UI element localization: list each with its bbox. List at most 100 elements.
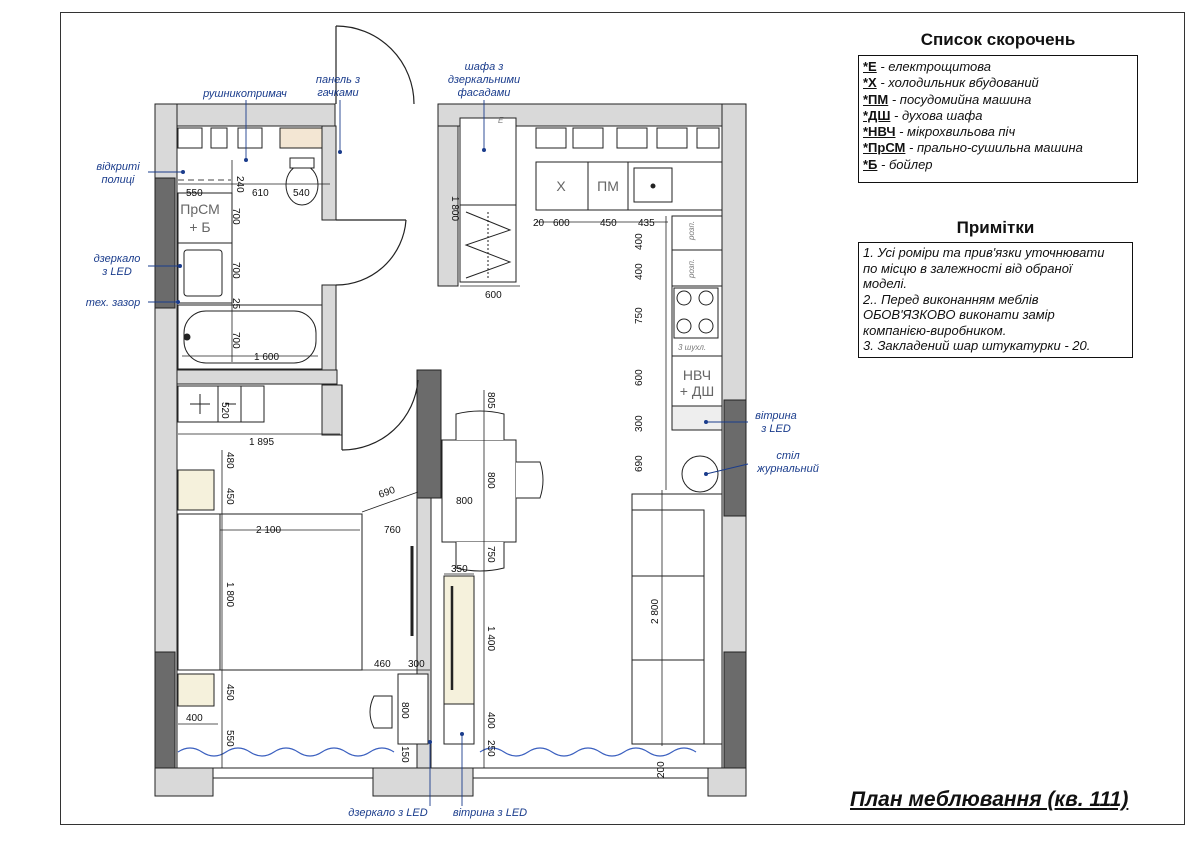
- legend-code: *Б: [863, 156, 878, 172]
- note-line: 3. Закладений шар штукатурки - 20.: [863, 338, 1091, 353]
- dimension-value: 435: [638, 218, 655, 229]
- mirror-cabinet-callout-2: дзеркальними: [448, 74, 520, 86]
- dimension-value: 2 800: [650, 599, 661, 624]
- doors: [335, 25, 419, 451]
- plan-title: План меблювання (кв. 111): [850, 788, 1129, 811]
- dimension-value: 300: [634, 415, 645, 432]
- desk-area: [369, 575, 475, 745]
- dimension-value: 1 400: [485, 626, 496, 651]
- hook-panel-callout-1: панель з: [316, 74, 360, 86]
- mw-label-2: + ДШ: [680, 383, 714, 399]
- legend-desc: - прально-сушильна машина: [905, 140, 1083, 156]
- dimension-value: 400: [186, 713, 203, 724]
- callout-dots: [176, 148, 708, 744]
- dimension-value: 805: [485, 392, 496, 409]
- dimension-value: 450: [600, 218, 617, 229]
- dimension-value: 540: [293, 188, 310, 199]
- dimension-value: 610: [252, 188, 269, 199]
- dimension-value: 800: [456, 496, 473, 507]
- note-line: компанією-виробником.: [863, 322, 1007, 338]
- rozp-label-1: розп.: [687, 221, 696, 241]
- legend-row: *ПрСМ - прально-сушильна машина: [863, 140, 1133, 156]
- legend-desc: - бойлер: [877, 156, 933, 172]
- dimension-value: 480: [224, 452, 235, 469]
- legend-desc: - духова шафа: [890, 107, 983, 123]
- vitrine-led-callout-2: з LED: [760, 423, 791, 435]
- bed: [177, 469, 414, 707]
- dimension-value: 600: [485, 290, 502, 301]
- dimension-value: 750: [634, 307, 645, 324]
- washer-label-1: ПрСМ: [180, 201, 219, 217]
- legend-desc: - електрощитова: [876, 59, 992, 74]
- hook-panel-callout-2: гачками: [317, 87, 358, 99]
- dimension-value: 350: [451, 564, 468, 575]
- callout-texts: відкриті полиці рушникотримач панель з г…: [86, 61, 819, 819]
- dimension-value: 750: [485, 546, 496, 563]
- legend-desc: - посудомийна машина: [888, 91, 1032, 107]
- vitrine-led-callout-1: вітрина: [755, 410, 797, 422]
- dimension-value: 200: [656, 761, 667, 778]
- dimension-value: 700: [230, 262, 241, 279]
- legend-row: *Б - бойлер: [863, 157, 1133, 173]
- dimension-lines: [178, 160, 668, 768]
- dimension-value: 600: [553, 218, 570, 229]
- dimension-value: 1 895: [249, 437, 274, 448]
- coffee-table-callout-1: стіл: [776, 450, 799, 462]
- dimension-value: 300: [408, 659, 425, 670]
- legend-desc: - холодильник вбудований: [876, 75, 1039, 91]
- dimension-value: 240: [234, 176, 245, 193]
- dimension-value: 520: [219, 402, 230, 419]
- rozp-label-2: розп.: [687, 259, 696, 279]
- dimension-value: 800: [399, 702, 410, 719]
- legend-row: *ПМ - посудомийна машина: [863, 92, 1133, 108]
- mirror-cabinet-callout-1: шафа з: [465, 61, 504, 73]
- kitchen: [535, 161, 723, 493]
- legend-code: *Х: [863, 75, 877, 91]
- legend-code: *Е: [863, 59, 877, 74]
- note-line: ОБОВ'ЯЗКОВО виконати замір: [863, 307, 1055, 322]
- dimension-value: 2 100: [256, 525, 281, 536]
- e-label: Е: [498, 116, 504, 125]
- drawers-label: 3 шухл.: [678, 343, 706, 352]
- dimension-value: 550: [224, 730, 235, 747]
- wall-bottom-left: [154, 767, 214, 797]
- legend-desc: - мікрохвильова піч: [895, 124, 1016, 140]
- coffee-table-callout-2: журнальний: [756, 463, 819, 475]
- note-line: по місцю в залежності від обраної: [863, 260, 1072, 276]
- drawing-frame: [60, 12, 1185, 825]
- dimension-value: 1 600: [254, 352, 279, 363]
- mirror-led-callout-2: з LED: [101, 266, 132, 278]
- dimension-value: 600: [634, 369, 645, 386]
- curtains: [177, 747, 697, 757]
- dimension-value: 400: [634, 263, 645, 280]
- legend-row: *ДШ - духова шафа: [863, 108, 1133, 124]
- dimension-value: 400: [485, 712, 496, 729]
- dimension-value: 700: [230, 332, 241, 349]
- bottom-windows: [213, 767, 708, 779]
- dimension-value: 250: [485, 740, 496, 757]
- mw-label-1: НВЧ: [683, 367, 711, 383]
- vitrine-led-bottom-callout: вітрина з LED: [453, 807, 527, 819]
- dimension-value: 400: [634, 233, 645, 250]
- notes-box: 1. Усі роміри та прив'язки уточнювати по…: [858, 242, 1133, 358]
- legend-code: *ДШ: [863, 107, 891, 123]
- wall-bottom-right: [707, 767, 747, 797]
- legend-row: *Х - холодильник вбудований: [863, 75, 1133, 91]
- washer-label-2: + Б: [189, 219, 210, 235]
- legend-code: *ПрСМ: [863, 140, 906, 156]
- dining-set: [441, 410, 544, 572]
- mirror-cabinet-callout-3: фасадами: [458, 87, 511, 99]
- open-shelves-callout-2: полиці: [102, 174, 136, 186]
- legend-box: *Е - електрощитова *Х - холодильник вбуд…: [858, 55, 1138, 183]
- legend-code: *НВЧ: [863, 124, 896, 140]
- dimension-value: 760: [384, 525, 401, 536]
- dimension-value: 460: [374, 659, 391, 670]
- notes-title: Примітки: [956, 218, 1035, 237]
- dimension-value: 25: [230, 298, 241, 310]
- dimension-value: 450: [224, 488, 235, 505]
- dimension-value: 20: [533, 218, 545, 229]
- legend-row: *НВЧ - мікрохвильова піч: [863, 124, 1133, 140]
- legend-title: Список скорочень: [920, 30, 1076, 49]
- hall-storage: [177, 385, 265, 423]
